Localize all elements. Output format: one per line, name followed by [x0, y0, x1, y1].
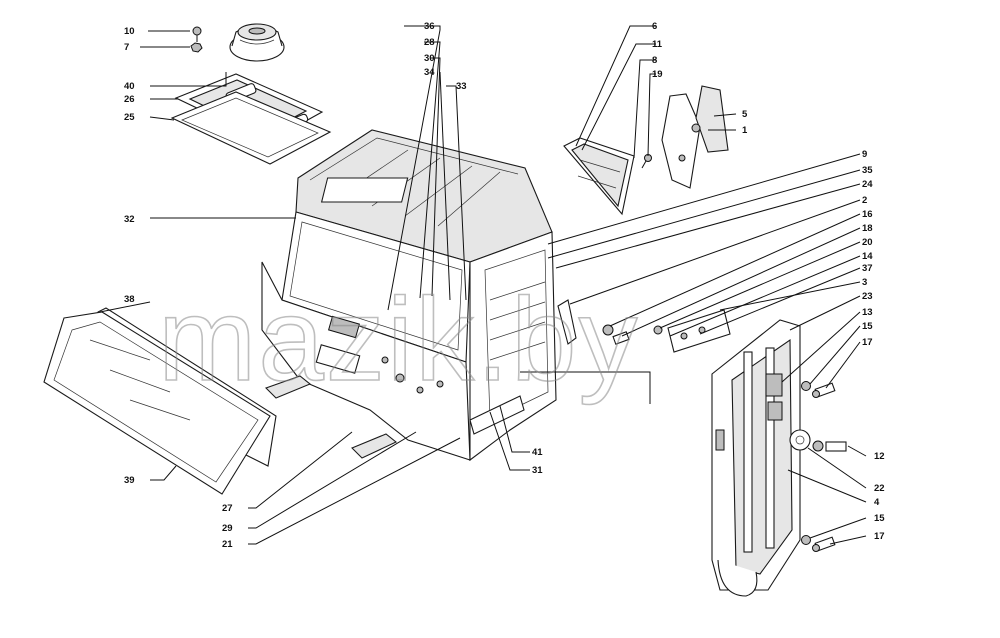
washer-16	[602, 324, 614, 336]
cab-body	[261, 129, 557, 462]
bolt-17-upper	[812, 382, 836, 398]
callout-labels: 10 7 40 26 25 32 38 39 27 29 21 36 28 30…	[124, 21, 885, 550]
callout-37: 37	[862, 263, 873, 274]
windshield-assembly	[43, 307, 277, 495]
callout-17-upper: 17	[862, 337, 873, 348]
roof-hatch-assembly	[170, 23, 332, 165]
bracket-assembly	[661, 85, 729, 189]
bracket-1	[661, 93, 701, 189]
callout-32: 32	[124, 214, 135, 225]
bolt-12	[825, 441, 847, 452]
roof-hatch-opening	[320, 177, 409, 203]
screw-10	[192, 26, 202, 42]
callout-23: 23	[862, 291, 873, 302]
callout-21: 21	[222, 539, 233, 550]
bracket-plate-5	[695, 85, 729, 153]
rear-window-glass-11	[571, 143, 629, 208]
washer-15-upper	[801, 381, 811, 391]
callout-20: 20	[862, 237, 873, 248]
callout-39: 39	[124, 475, 135, 486]
callout-12: 12	[874, 451, 885, 462]
floor-rail-left	[264, 375, 312, 399]
callout-26: 26	[124, 94, 135, 105]
latch-plate-2	[557, 299, 577, 345]
callout-13: 13	[862, 307, 873, 318]
callout-15-lower: 15	[874, 513, 885, 524]
callout-24: 24	[862, 179, 873, 190]
callout-10: 10	[124, 26, 135, 37]
callout-11: 11	[652, 39, 663, 50]
step-41	[469, 395, 525, 435]
cab-side-panel	[469, 231, 557, 462]
callout-34: 34	[424, 67, 435, 78]
fasteners-right	[789, 381, 847, 552]
rear-pillar-4	[711, 319, 801, 597]
callout-35: 35	[862, 165, 873, 176]
callout-41: 41	[532, 447, 543, 458]
callout-18: 18	[862, 223, 873, 234]
callout-8: 8	[652, 55, 657, 66]
callout-16: 16	[862, 209, 873, 220]
callout-33: 33	[456, 81, 467, 92]
callout-19: 19	[652, 69, 663, 80]
vent-dome	[229, 23, 285, 62]
callout-30: 30	[424, 53, 435, 64]
latch-assembly	[557, 299, 731, 353]
callout-4: 4	[874, 497, 880, 508]
callout-3: 3	[862, 277, 867, 288]
callout-40: 40	[124, 81, 135, 92]
callout-15-upper: 15	[862, 321, 873, 332]
nut-12	[812, 440, 824, 452]
callout-7: 7	[124, 42, 129, 53]
bracket-13	[765, 373, 783, 397]
washer-15-lower	[801, 535, 811, 545]
callout-29: 29	[222, 523, 233, 534]
windshield-glass-39	[43, 311, 271, 495]
callout-27: 27	[222, 503, 233, 514]
callout-28: 28	[424, 37, 435, 48]
callout-14: 14	[862, 251, 873, 262]
rear-window-assembly	[563, 137, 652, 216]
nut-7	[190, 42, 203, 53]
callout-38: 38	[124, 294, 135, 305]
callout-6: 6	[652, 21, 657, 32]
leader-lines	[99, 25, 867, 545]
callout-36: 36	[424, 21, 435, 32]
callout-31: 31	[532, 465, 543, 476]
callout-9: 9	[862, 149, 867, 160]
floor-rail-right	[351, 433, 398, 459]
bolt-17-lower	[812, 536, 836, 552]
callout-2: 2	[862, 195, 867, 206]
hatch-seal-25	[170, 91, 332, 165]
watermark-text: mazik.by	[158, 274, 640, 406]
callout-1: 1	[742, 125, 748, 136]
callout-17-lower: 17	[874, 531, 885, 542]
washer-22	[789, 429, 811, 451]
callout-5: 5	[742, 109, 748, 120]
callout-22: 22	[874, 483, 885, 494]
screw-19	[641, 154, 652, 169]
callout-25: 25	[124, 112, 135, 123]
